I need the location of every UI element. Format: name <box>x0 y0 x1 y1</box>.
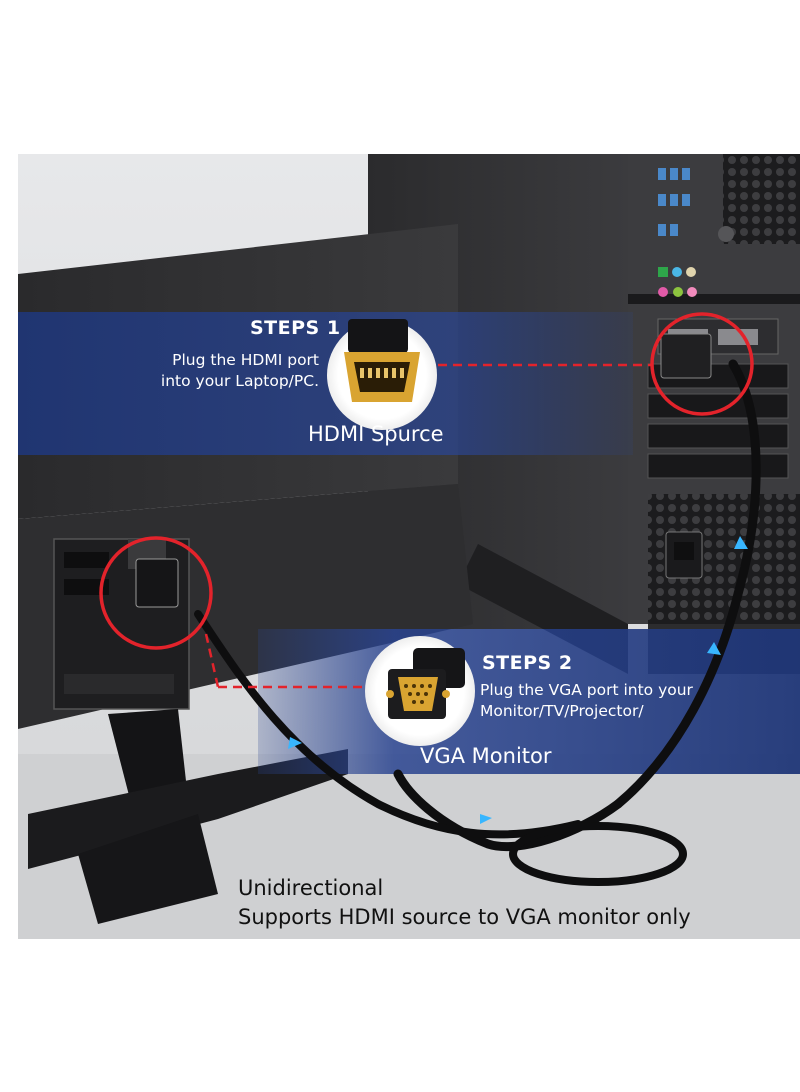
footer-line-2: Supports HDMI source to VGA monitor only <box>238 905 691 929</box>
footer-note: Unidirectional Supports HDMI source to V… <box>238 874 691 932</box>
setup-photo: STEPS 1 Plug the HDMI port into your Lap… <box>18 154 800 939</box>
cable-direction-arrows <box>288 536 748 824</box>
step-1-title: STEPS 1 <box>250 317 341 339</box>
step-1-banner <box>18 312 633 455</box>
step-1-description-line-2: into your Laptop/PC. <box>160 372 319 390</box>
footer-line-1: Unidirectional <box>238 876 384 900</box>
step-2-description-line-1: Plug the VGA port into your <box>480 681 693 699</box>
step-1-label: HDMI Spurce <box>308 422 444 446</box>
hdmi-to-vga-cable <box>194 359 761 886</box>
step-2-description-line-2: Monitor/TV/Projector/ <box>480 702 644 720</box>
vga-connector-icon <box>365 636 475 746</box>
monitor-port-highlight <box>99 536 213 650</box>
step-2-label: VGA Monitor <box>420 744 552 768</box>
step-2-title: STEPS 2 <box>482 652 573 674</box>
hdmi-connector-icon <box>327 319 437 430</box>
step-1-description-line-1: Plug the HDMI port <box>172 351 319 369</box>
